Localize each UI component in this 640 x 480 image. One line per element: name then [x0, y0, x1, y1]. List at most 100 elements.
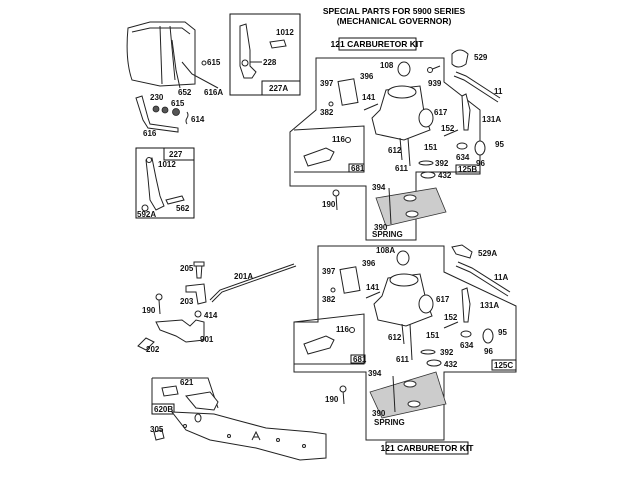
label-305: 305 [150, 425, 164, 434]
top-label-611: 611 [395, 164, 408, 173]
top-part-529 [451, 49, 469, 68]
bottom-label-382: 382 [322, 295, 336, 304]
label-202: 202 [146, 345, 160, 354]
title-line-2: (MECHANICAL GOVERNOR) [337, 16, 452, 26]
top-label-382: 382 [320, 108, 334, 117]
top-label-529: 529 [474, 53, 488, 62]
top-inset-681: 681 [351, 164, 365, 173]
top-label-151: 151 [424, 143, 438, 152]
top-label-396: 396 [360, 72, 374, 81]
bottom-label-116: 116 [336, 325, 349, 334]
part-305-screw [153, 429, 165, 441]
bottom-label-394: 394 [368, 369, 382, 378]
bottom-label-108A: 108A [376, 246, 395, 255]
bottom-inset-125C: 125C [494, 361, 513, 370]
bottom-label-634: 634 [460, 341, 474, 350]
top-label-612: 612 [388, 146, 402, 155]
bottom-carburetor-group: 681 125C 108A 529A 11A 131A 397 396 382 … [293, 244, 517, 455]
bottom-label-spring: SPRING [374, 418, 405, 427]
bottom-label-529A: 529A [478, 249, 497, 258]
bottom-label-612: 612 [388, 333, 402, 342]
label-615: 615 [207, 58, 221, 67]
top-gasket-part [375, 187, 447, 227]
label-205: 205 [180, 264, 194, 273]
inset-227A: 227A 1012 228 [229, 13, 301, 96]
bottom-kit-box [385, 441, 469, 455]
part-901-bracket [155, 319, 205, 343]
bottom-label-397: 397 [322, 267, 336, 276]
bottom-label-390: 390 [372, 409, 386, 418]
bottom-label-95: 95 [498, 328, 507, 337]
top-kit-label: 121 CARBURETOR KIT [331, 39, 425, 49]
bottom-part-116-needle [303, 335, 335, 355]
top-label-392: 392 [435, 159, 449, 168]
label-1012b: 1012 [158, 160, 176, 169]
top-label-939: 939 [428, 79, 442, 88]
label-652: 652 [178, 88, 192, 97]
top-label-11: 11 [494, 87, 503, 96]
top-label-190: 190 [322, 200, 336, 209]
fuel-tank-group: 615 652 616A 616 230 615 614 [126, 21, 223, 138]
bottom-label-131A: 131A [480, 301, 499, 310]
label-616: 616 [143, 129, 157, 138]
bottom-label-152: 152 [444, 313, 458, 322]
governor-linkage-group: 205 203 201A 414 901 190 202 [137, 261, 297, 354]
top-label-131A: 131A [482, 115, 501, 124]
inset-620B-label: 620B [154, 405, 173, 414]
top-label-spring: SPRING [372, 230, 403, 239]
top-label-390: 390 [374, 223, 388, 232]
label-562: 562 [176, 204, 190, 213]
label-616A: 616A [204, 88, 223, 97]
label-228: 228 [263, 58, 277, 67]
top-label-108: 108 [380, 61, 394, 70]
bottom-part-397 [339, 266, 361, 294]
bottom-part-108A [396, 250, 410, 266]
bottom-part-529A [451, 244, 473, 259]
top-label-152: 152 [441, 124, 455, 133]
governor-lever-part [239, 23, 257, 79]
bottom-label-11A: 11A [494, 273, 508, 282]
label-592A: 592A [137, 210, 156, 219]
title-line-1: SPECIAL PARTS FOR 5900 SERIES [323, 6, 466, 16]
bottom-carb-body [373, 273, 433, 327]
top-label-394: 394 [372, 183, 386, 192]
part-230 [152, 105, 160, 113]
top-carb-body [371, 85, 431, 141]
top-part-116-needle [303, 147, 335, 167]
bracket-plate-part [170, 411, 327, 461]
label-1012: 1012 [276, 28, 294, 37]
bottom-label-617: 617 [436, 295, 450, 304]
label-230: 230 [150, 93, 164, 102]
bottom-label-96: 96 [484, 347, 493, 356]
top-inset-125B: 125B [458, 165, 477, 174]
inset-227A-label: 227A [269, 84, 288, 93]
bottom-inset-681: 681 [353, 355, 367, 364]
top-label-141: 141 [362, 93, 376, 102]
bottom-label-392: 392 [440, 348, 454, 357]
bottom-gasket-part [369, 371, 447, 419]
top-kit-box [338, 37, 417, 51]
label-201A: 201A [234, 272, 253, 281]
top-part-397 [337, 78, 359, 106]
top-carburetor-group: 121 CARBURETOR KIT 681 125B 108 939 529 … [289, 37, 504, 241]
top-label-397: 397 [320, 79, 334, 88]
top-label-116: 116 [332, 135, 345, 144]
bottom-label-396: 396 [362, 259, 376, 268]
fuel-line-616A [181, 61, 219, 89]
label-901: 901 [200, 335, 214, 344]
top-label-617: 617 [434, 108, 448, 117]
label-190: 190 [142, 306, 156, 315]
part-615-washer [201, 60, 207, 66]
inset-227-label: 227 [169, 150, 183, 159]
label-621: 621 [180, 378, 194, 387]
label-203: 203 [180, 297, 194, 306]
top-label-95: 95 [495, 140, 504, 149]
part-203 [185, 283, 207, 305]
label-614: 614 [191, 115, 205, 124]
bracket-620B-group: 620B 621 305 [150, 377, 327, 461]
bottom-label-432: 432 [444, 360, 458, 369]
inset-227: 227 1012 562 592A [135, 147, 195, 219]
bottom-kit-label: 121 CARBURETOR KIT [381, 443, 475, 453]
